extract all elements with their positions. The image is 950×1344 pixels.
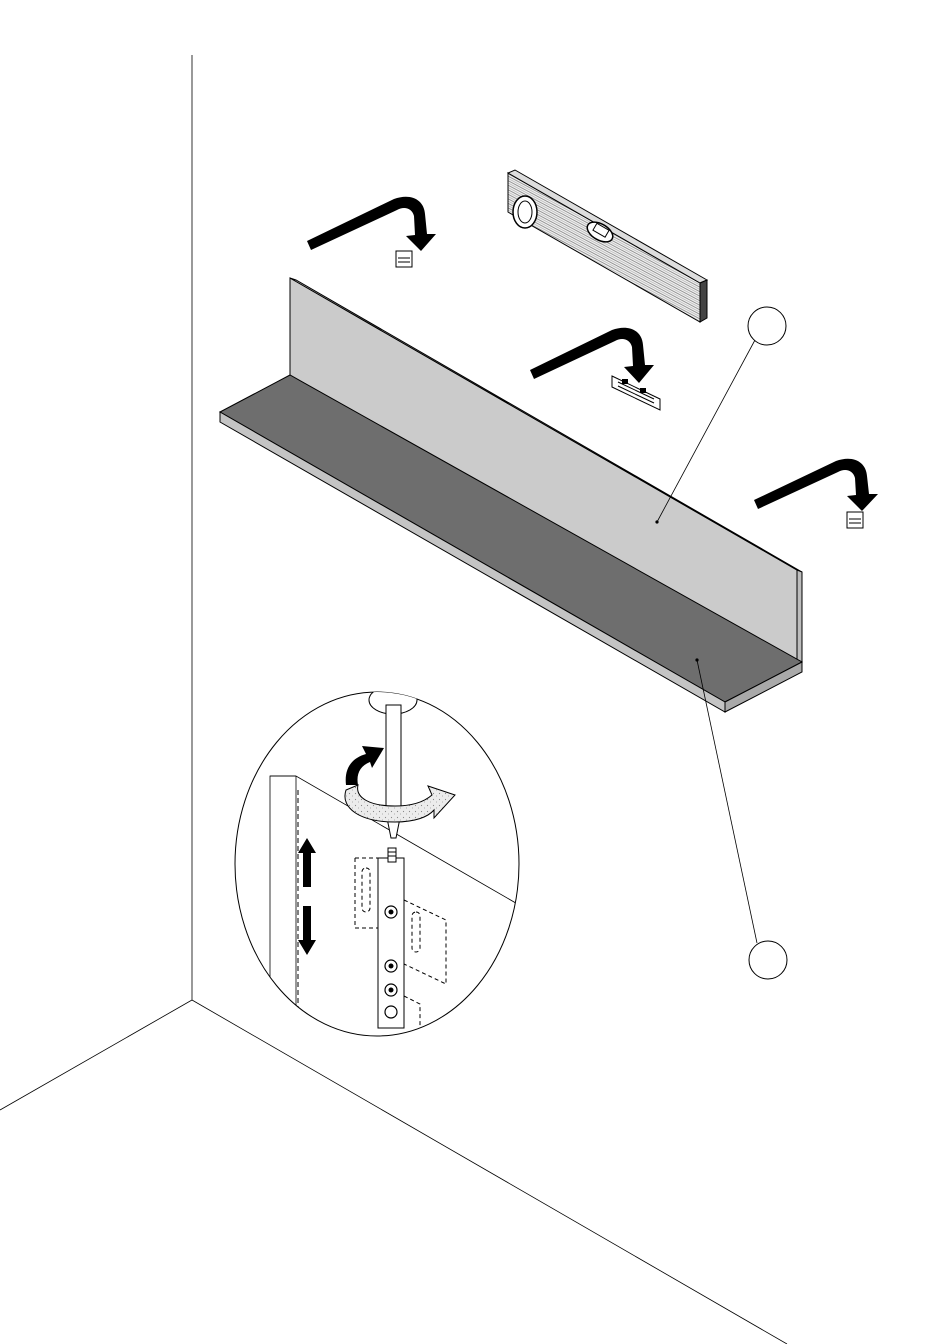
shelf bbox=[220, 278, 802, 712]
callout-circle bbox=[749, 941, 787, 979]
bracket-insert-group-1 bbox=[307, 197, 436, 267]
bracket-insert-group-2 bbox=[530, 328, 660, 410]
insert-arrow-3 bbox=[754, 459, 878, 511]
insert-arrow-1 bbox=[307, 197, 436, 251]
wall-bracket-icon bbox=[847, 512, 863, 528]
floor-right-line bbox=[192, 1000, 787, 1344]
detail-view-frame bbox=[235, 692, 519, 1036]
detail-view bbox=[235, 686, 540, 1040]
callout-circle bbox=[748, 307, 786, 345]
wall-bracket-icon bbox=[396, 251, 412, 267]
spirit-level-icon bbox=[508, 170, 707, 322]
wall-bracket-icon bbox=[612, 376, 660, 410]
insert-arrow-2 bbox=[530, 328, 654, 383]
callout-shelf-board bbox=[695, 658, 787, 979]
shelf-back-panel-side-edge bbox=[797, 570, 802, 662]
callout-leader-line bbox=[657, 340, 755, 522]
callout-back-panel bbox=[655, 307, 786, 524]
bracket-insert-group-3 bbox=[754, 459, 878, 528]
floor-left-line bbox=[0, 1000, 192, 1110]
